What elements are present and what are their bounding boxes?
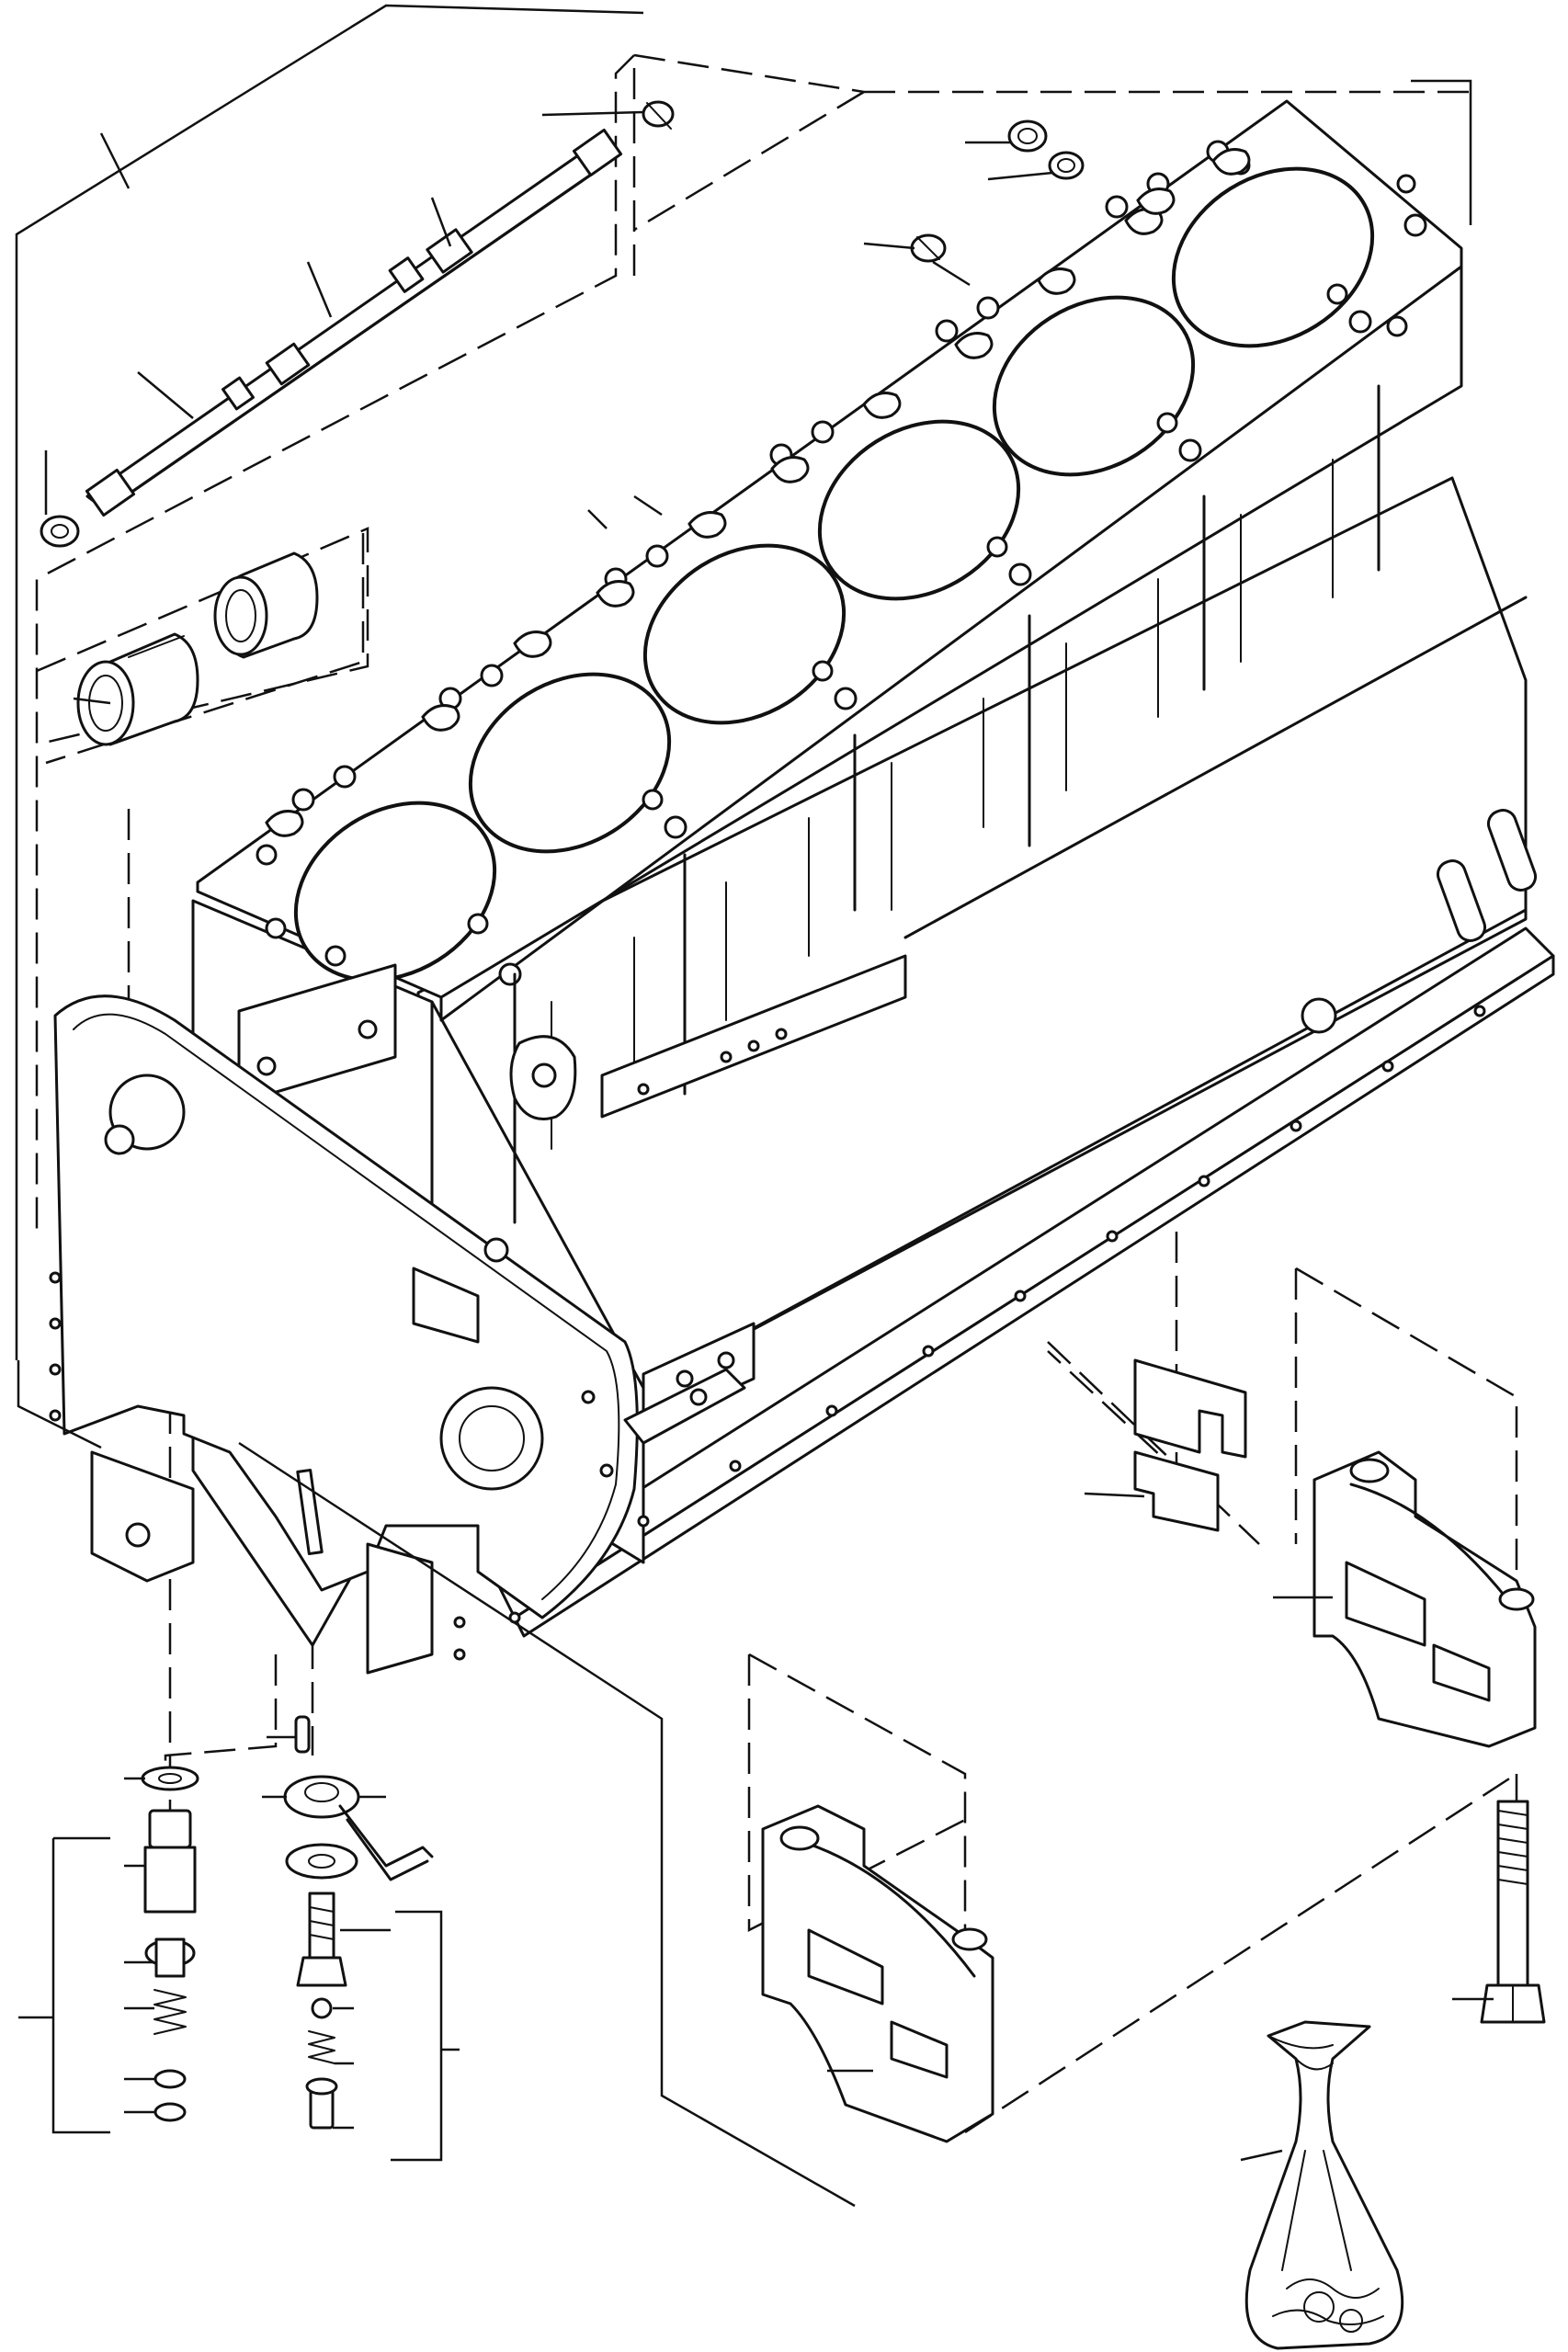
boss-upper: [1486, 809, 1538, 892]
gasket-kit-bag: [1240, 2020, 1404, 2350]
timing-plate-port-lower: [439, 1386, 544, 1491]
valve-spring: [153, 1989, 187, 2035]
valve-cap-top: [148, 1809, 192, 1849]
main-bearing-cap-rear: [1273, 1450, 1537, 1748]
main-bearing-cap-front: [761, 1804, 994, 2143]
deck-holes: [256, 140, 1427, 986]
valve-retainer: [153, 2102, 187, 2122]
dowel-pin-small: [294, 1715, 311, 1754]
valve-body: [143, 1846, 197, 1914]
bolt-shank: [1496, 1800, 1529, 1987]
oil-pressure-relief-valve: [124, 1766, 199, 2122]
valve-seat: [153, 2069, 187, 2089]
rocker-shaft-assembly: [40, 100, 675, 548]
shaft-end-plug: [40, 515, 80, 548]
ball-check: [311, 1997, 333, 2019]
cylinder-block: [191, 99, 1555, 1647]
block-port: [1301, 997, 1337, 1034]
camshaft-bushings: [36, 527, 369, 746]
expansion-plugs: [863, 119, 1085, 287]
water-passages: [265, 148, 1251, 837]
bushing-rear: [213, 575, 268, 656]
thrust-shim: [1084, 1358, 1247, 1532]
dowel-pin: [296, 1468, 324, 1556]
plate-bolt-boss: [483, 1237, 509, 1263]
boss-lower: [1436, 859, 1487, 942]
valve-washer: [141, 1766, 199, 1791]
group-brackets: [15, 4, 1472, 2162]
sealing-washer: [285, 1843, 358, 1880]
cylinder-bores: [293, 166, 1375, 983]
oil-pipe-fitting: [262, 1715, 434, 2130]
reference-lines: [17, 494, 856, 2208]
side-cover-plate: [600, 954, 907, 1119]
timing-plate: [49, 994, 746, 1675]
cap-bolt: [1452, 1800, 1546, 2024]
